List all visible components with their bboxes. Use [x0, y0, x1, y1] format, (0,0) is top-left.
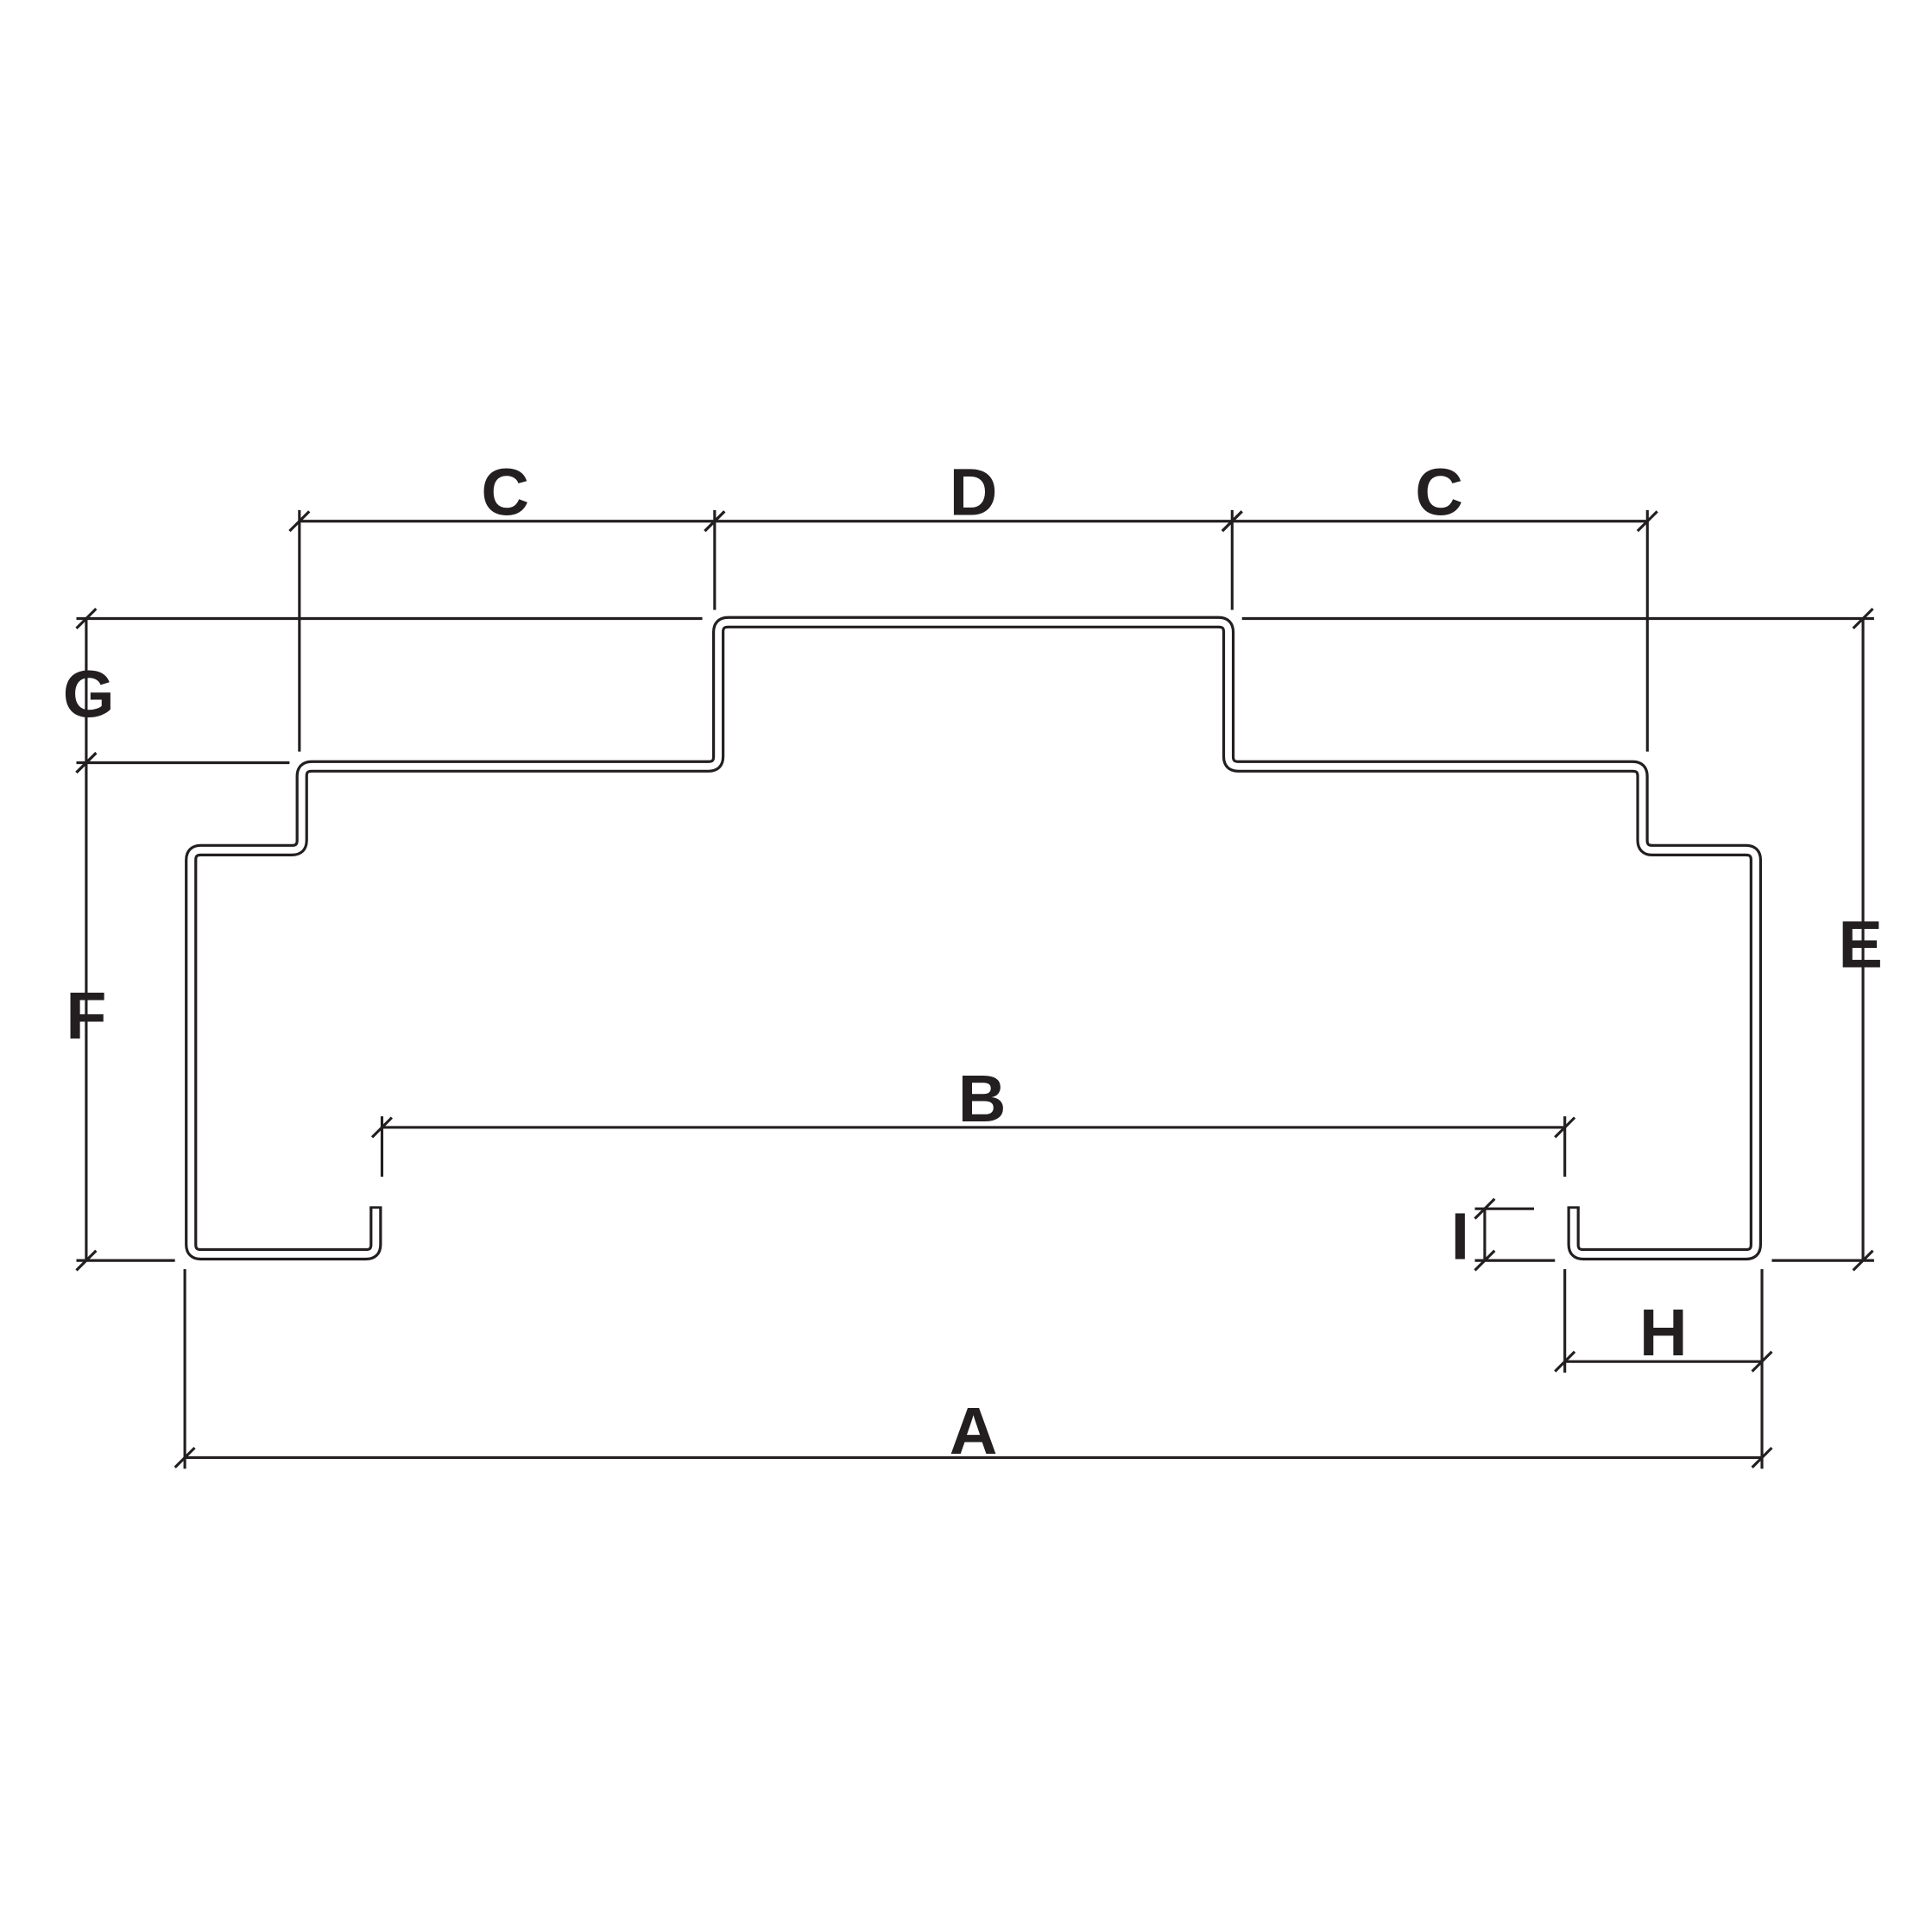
dimension-tick: [1751, 1350, 1773, 1373]
label-b: B: [958, 1062, 1007, 1136]
label-c-left: C: [481, 456, 529, 530]
sheet-profile: [185, 616, 1763, 1261]
label-d: D: [950, 456, 998, 530]
label-e: E: [1839, 907, 1883, 982]
label-g: G: [63, 658, 115, 732]
label-f: F: [66, 979, 106, 1053]
label-i: I: [1451, 1200, 1469, 1274]
label-a: A: [950, 1394, 998, 1468]
dimension-labels: A B C D C E F G H I: [63, 456, 1883, 1469]
dimension-lines: [75, 509, 1874, 1469]
label-c-right: C: [1415, 456, 1463, 530]
label-h: H: [1639, 1296, 1688, 1370]
